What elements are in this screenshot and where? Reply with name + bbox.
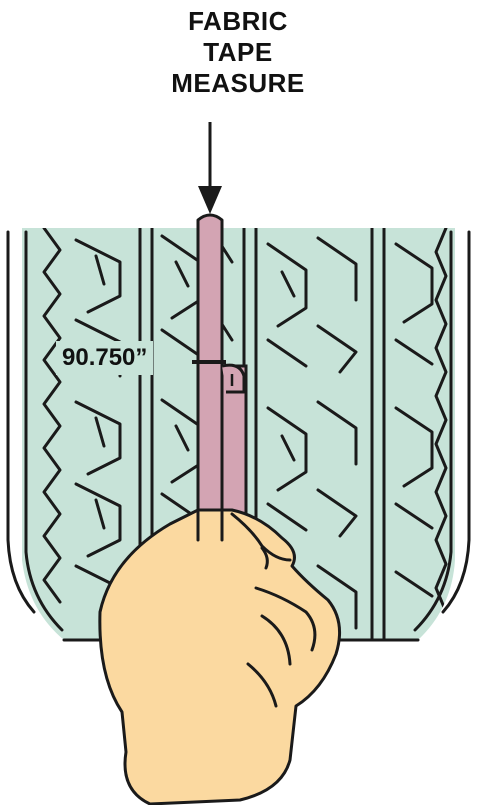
- tape-measure-callout: FABRIC TAPE MEASURE: [98, 6, 378, 99]
- callout-line-2: TAPE: [98, 37, 378, 68]
- callout-line-1: FABRIC: [98, 6, 378, 37]
- measurement-label: 90.750”: [56, 341, 153, 375]
- callout-arrow: [198, 122, 222, 214]
- callout-line-3: MEASURE: [98, 68, 378, 99]
